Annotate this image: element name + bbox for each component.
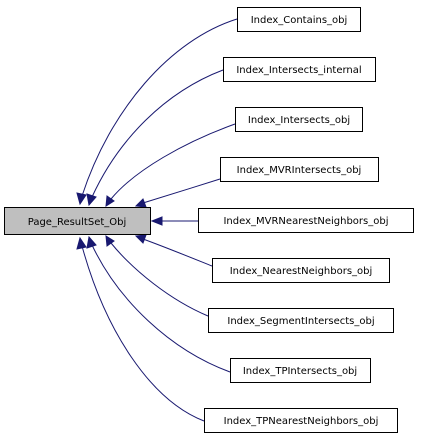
edge-index-nearest-neighbors xyxy=(142,238,213,267)
edge-index-tp-intersects xyxy=(91,244,231,373)
edge-arrowhead xyxy=(76,192,87,206)
edge-arrowhead xyxy=(134,198,147,208)
edge-arrowhead xyxy=(105,195,115,207)
edge-arrowhead xyxy=(86,235,97,249)
node-label: Index_MVRIntersects_obj xyxy=(237,165,362,176)
edge-index-tp-nearest-neighbors xyxy=(81,245,205,422)
node-label: Index_Contains_obj xyxy=(251,15,348,26)
node-index-contains[interactable]: Index_Contains_obj xyxy=(237,7,361,32)
edge-index-mvr-intersects xyxy=(142,178,221,204)
root-node[interactable]: Page_ResultSet_Obj xyxy=(4,207,151,235)
edge-arrowhead xyxy=(105,235,115,247)
edge-index-intersects-internal xyxy=(91,69,224,198)
edge-arrowhead xyxy=(150,216,163,226)
edge-arrowhead xyxy=(134,234,147,244)
node-index-tp-intersects[interactable]: Index_TPIntersects_obj xyxy=(230,358,371,383)
node-label: Index_Intersects_obj xyxy=(248,115,350,126)
edges xyxy=(76,18,238,422)
node-index-nearest-neighbors[interactable]: Index_NearestNeighbors_obj xyxy=(212,258,390,283)
node-index-intersects-obj[interactable]: Index_Intersects_obj xyxy=(235,107,363,132)
node-label: Index_MVRNearestNeighbors_obj xyxy=(223,216,388,227)
node-label: Index_TPIntersects_obj xyxy=(243,366,357,377)
edge-index-segment-intersects xyxy=(110,242,209,317)
edge-arrowhead xyxy=(76,236,87,250)
node-label: Index_TPNearestNeighbors_obj xyxy=(224,416,379,427)
node-label: Index_Intersects_internal xyxy=(236,65,361,76)
edge-index-contains xyxy=(81,18,238,197)
node-index-tp-nearest-neighbors[interactable]: Index_TPNearestNeighbors_obj xyxy=(204,408,398,433)
node-index-mvr-nearest-neighbors[interactable]: Index_MVRNearestNeighbors_obj xyxy=(198,208,414,233)
node-label: Index_NearestNeighbors_obj xyxy=(230,266,373,277)
node-index-mvr-intersects[interactable]: Index_MVRIntersects_obj xyxy=(220,157,379,182)
node-index-segment-intersects[interactable]: Index_SegmentIntersects_obj xyxy=(208,308,394,333)
root-node-label: Page_ResultSet_Obj xyxy=(28,217,127,228)
edge-arrowhead xyxy=(86,193,97,207)
node-label: Index_SegmentIntersects_obj xyxy=(227,316,374,327)
edge-index-intersects-obj xyxy=(110,123,236,200)
node-index-intersects-internal[interactable]: Index_Intersects_internal xyxy=(223,57,376,82)
